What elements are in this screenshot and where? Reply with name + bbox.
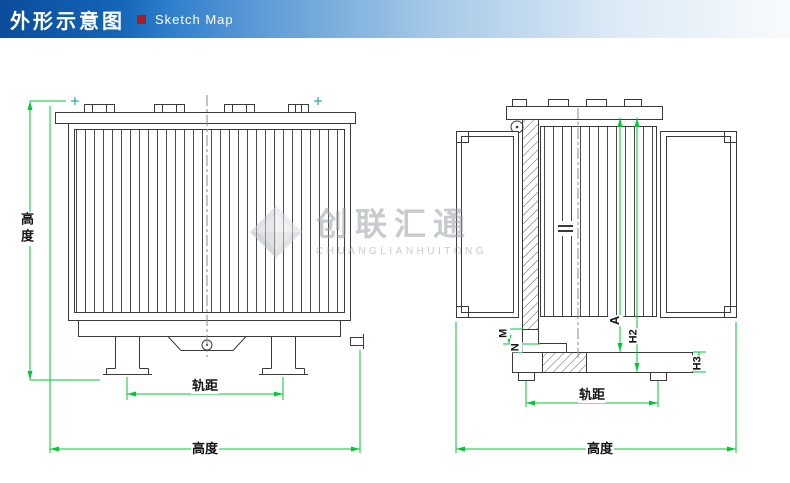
- side-left-fin-bank: [456, 131, 519, 318]
- side-h2-label: H2: [627, 328, 641, 345]
- side-a-label: A: [607, 314, 624, 327]
- page-subtitle: Sketch Map: [155, 11, 234, 27]
- front-width-label: 高度: [190, 441, 220, 457]
- front-foot-left: [103, 336, 152, 375]
- front-gauge-label: 轨距: [190, 378, 220, 394]
- page-header: 外形示意图 Sketch Map: [0, 0, 790, 38]
- side-view: [456, 99, 737, 381]
- center-mark-icon: [71, 97, 79, 105]
- side-foot-right: [650, 372, 667, 381]
- side-m-label: M: [497, 327, 510, 339]
- side-base: [512, 352, 693, 373]
- page-title: 外形示意图: [10, 10, 125, 33]
- side-gauge-label: 轨距: [577, 387, 607, 403]
- side-gauge-dimension: [525, 381, 659, 407]
- side-foot-left: [518, 372, 535, 381]
- side-tank-wall: [522, 119, 539, 330]
- side-lid-fittings: [512, 99, 642, 107]
- side-n-label: N: [509, 342, 523, 353]
- front-base-frame: [78, 320, 341, 337]
- front-lid: [55, 112, 356, 124]
- center-mark-icon: [314, 97, 322, 105]
- front-foot-right: [259, 336, 308, 375]
- front-view: [55, 95, 364, 375]
- side-bottom-step: [522, 329, 567, 353]
- front-center-marks: [71, 97, 322, 105]
- side-right-fin-bank: [660, 131, 737, 318]
- front-gauge-dimension: [126, 377, 284, 400]
- side-h3-label: H3: [691, 355, 705, 372]
- side-lid: [506, 106, 663, 120]
- front-valve: [350, 334, 364, 349]
- front-radiator-fins: [74, 129, 345, 313]
- side-width-label: 高度: [585, 441, 615, 457]
- front-height-label: 高度: [17, 212, 34, 246]
- front-lid-fittings: [84, 104, 309, 113]
- red-accent-square: [137, 14, 146, 24]
- side-core-mark: [555, 221, 577, 236]
